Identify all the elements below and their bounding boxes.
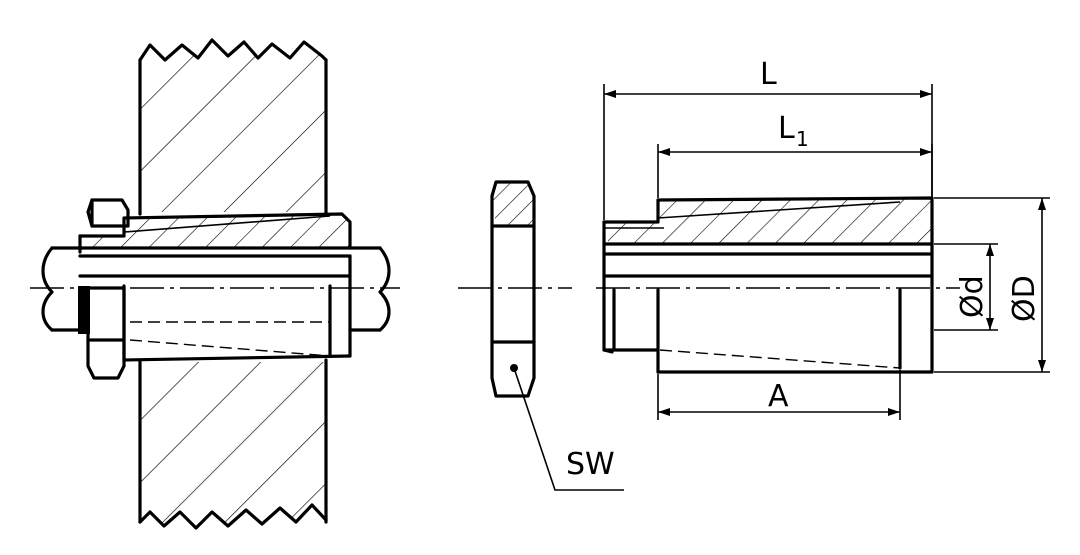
bushing-detail-view: L L 1 A Ød ØD — [596, 57, 1050, 420]
dimension-length-total: L — [603, 57, 933, 220]
assembly-view — [30, 38, 400, 530]
wall-section — [128, 38, 338, 530]
label-length-total: L — [760, 57, 777, 92]
dimension-length-partial: L 1 — [657, 111, 933, 198]
label-taper-length: A — [768, 379, 789, 414]
sleeve-upper-section — [78, 212, 352, 278]
label-length-partial-subscript: 1 — [796, 127, 809, 151]
dimension-outer-diameter: ØD — [934, 197, 1050, 373]
nut-side-view: SW — [458, 180, 624, 491]
nut-mounted — [78, 198, 130, 380]
label-inner-diameter: Ød — [955, 275, 990, 318]
dimension-inner-diameter: Ød — [934, 243, 998, 331]
label-wrench-size: SW — [566, 447, 615, 482]
dimension-taper-length: A — [657, 370, 901, 420]
label-outer-diameter: ØD — [1007, 275, 1042, 322]
label-length-partial: L — [778, 111, 795, 146]
